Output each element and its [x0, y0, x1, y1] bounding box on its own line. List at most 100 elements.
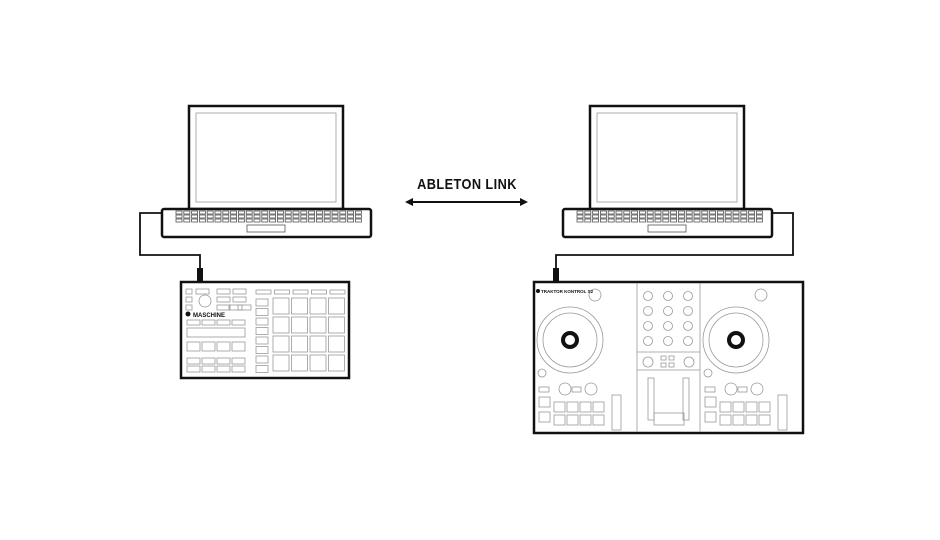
- button: [255, 289, 272, 295]
- key: [685, 214, 693, 219]
- key: [245, 210, 253, 215]
- jog-wheel-inner: [542, 312, 598, 368]
- key: [331, 214, 339, 219]
- button: [185, 296, 193, 303]
- key: [354, 210, 362, 215]
- key: [198, 214, 206, 219]
- knob: [642, 356, 654, 368]
- key: [639, 214, 646, 219]
- key: [693, 210, 701, 215]
- button: [201, 357, 216, 365]
- channel-fader: [647, 377, 655, 421]
- key: [685, 218, 693, 223]
- pad: [328, 354, 345, 372]
- button: [216, 319, 231, 326]
- pad: [291, 316, 308, 334]
- pad: [309, 297, 327, 315]
- key: [261, 218, 269, 223]
- button: [237, 304, 252, 311]
- key: [292, 214, 300, 219]
- button: [668, 355, 675, 361]
- key: [323, 218, 331, 223]
- key: [670, 214, 677, 219]
- key: [331, 210, 339, 215]
- key: [709, 210, 716, 215]
- key: [631, 218, 638, 223]
- button: [660, 355, 667, 361]
- key: [191, 218, 199, 223]
- pad: [732, 414, 745, 426]
- key: [576, 218, 584, 223]
- button: [201, 319, 216, 326]
- pad: [328, 297, 345, 315]
- knob: [663, 321, 673, 331]
- button: [231, 357, 246, 365]
- key: [662, 214, 670, 219]
- button: [201, 341, 216, 352]
- key: [639, 218, 646, 223]
- key: [756, 218, 763, 223]
- ableton-link-label: ABLETON LINK: [417, 176, 517, 193]
- jog-center-icon: [565, 335, 575, 345]
- key: [269, 214, 277, 219]
- button: [292, 289, 309, 295]
- key: [748, 218, 755, 223]
- key: [206, 214, 214, 219]
- jack-left: [197, 268, 203, 282]
- key: [709, 218, 716, 223]
- key: [315, 214, 323, 219]
- knob: [683, 291, 693, 301]
- key: [339, 218, 347, 223]
- pad: [745, 401, 758, 413]
- knob: [750, 382, 764, 396]
- key: [717, 214, 724, 219]
- key: [646, 210, 654, 215]
- key: [245, 218, 253, 223]
- key: [576, 214, 584, 219]
- key: [323, 210, 331, 215]
- key: [253, 214, 261, 219]
- key: [709, 214, 716, 219]
- key: [600, 214, 607, 219]
- button: [704, 386, 716, 393]
- pad: [291, 335, 308, 353]
- laptop-left: [160, 104, 373, 239]
- key: [732, 210, 740, 215]
- button: [704, 411, 717, 423]
- key: [732, 218, 740, 223]
- key: [339, 214, 347, 219]
- bidirectional-arrow-icon: [405, 198, 528, 206]
- key: [276, 214, 284, 219]
- laptop-base: [561, 207, 774, 239]
- pad: [758, 401, 771, 413]
- key: [175, 214, 183, 219]
- key: [623, 210, 631, 215]
- maschine-controller: MASCHINE: [179, 280, 351, 380]
- key: [693, 218, 701, 223]
- key: [646, 214, 654, 219]
- key: [237, 218, 245, 223]
- pad: [309, 354, 327, 372]
- key: [331, 218, 339, 223]
- knob: [663, 336, 673, 346]
- jog-wheel-inner: [708, 312, 764, 368]
- key: [191, 210, 199, 215]
- jog-center-icon: [731, 335, 741, 345]
- pad: [328, 335, 345, 353]
- key: [678, 218, 685, 223]
- key: [670, 210, 677, 215]
- button: [186, 357, 201, 365]
- key: [339, 210, 347, 215]
- key: [646, 218, 654, 223]
- key: [261, 214, 269, 219]
- key: [214, 214, 222, 219]
- pitch-fader: [777, 394, 788, 431]
- key: [678, 214, 685, 219]
- pad: [272, 335, 290, 353]
- button: [329, 289, 346, 295]
- knob: [754, 288, 768, 302]
- pad: [592, 414, 605, 426]
- key: [748, 210, 755, 215]
- button: [216, 304, 231, 311]
- key: [701, 218, 709, 223]
